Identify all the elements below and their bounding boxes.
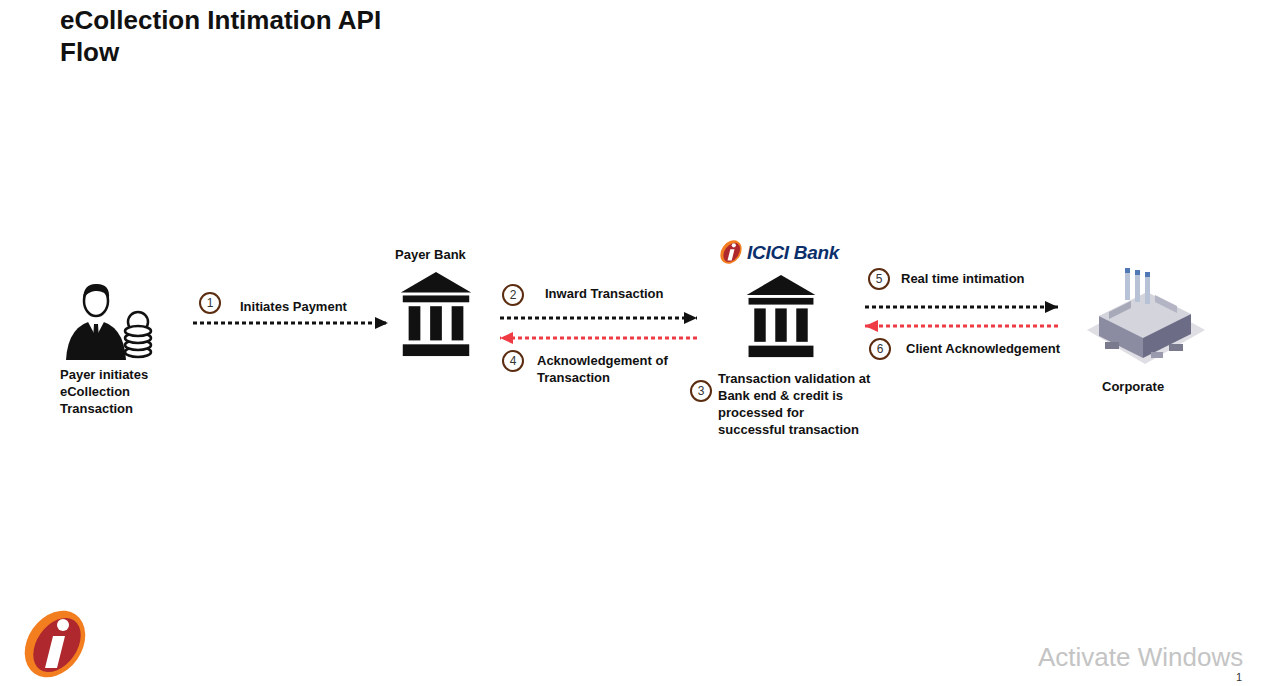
icon-shape <box>1169 344 1183 351</box>
icon-shape <box>747 275 816 295</box>
icon-shape <box>403 344 469 356</box>
edge-label: Real time intimation <box>899 270 1027 287</box>
node-label: Payer initiates eCollection Transaction <box>60 366 185 417</box>
edge-label: Inward Transaction <box>543 285 665 302</box>
edge-label: Acknowledgement of Transaction <box>535 352 689 386</box>
icon-shape <box>430 306 442 340</box>
icon-shape <box>1135 272 1140 302</box>
icon-node: Corporate <box>1058 258 1208 398</box>
icon-shape <box>732 243 736 247</box>
logo-shape <box>45 636 65 668</box>
icon-node: Payer initiates eCollection Transaction <box>58 278 193 419</box>
callout-number: 4 <box>502 350 524 372</box>
icon-shape <box>720 240 744 265</box>
brand-name: ICICI Bank <box>747 242 839 264</box>
bank-icon <box>745 275 817 359</box>
icon-shape <box>403 295 469 302</box>
logo-shape <box>23 609 90 681</box>
icon-shape <box>1105 342 1119 349</box>
icon-shape <box>796 308 807 341</box>
icon-shape <box>775 308 786 341</box>
icon-shape <box>749 298 814 305</box>
node-label: Payer Bank <box>395 246 466 263</box>
page-number: 1 <box>1236 672 1242 683</box>
dashed-arrow <box>865 324 1058 327</box>
icon-shape <box>1145 274 1150 304</box>
icon-shape <box>718 237 744 267</box>
icon-shape <box>409 306 421 340</box>
icon-shape <box>1151 352 1163 358</box>
callout-number: 6 <box>869 338 891 360</box>
node-description: Transaction validation at Bank end & cre… <box>718 370 874 438</box>
icon-shape <box>1109 301 1131 319</box>
icon-shape <box>66 320 126 360</box>
icon-shape <box>452 306 464 340</box>
logo-shape <box>57 619 69 631</box>
icon-shape <box>125 326 151 336</box>
dashed-arrow <box>865 305 1058 308</box>
diagram-title: eCollection Intimation API Flow <box>60 4 420 68</box>
icon-shape <box>93 324 99 345</box>
callout-number: 3 <box>690 380 712 402</box>
brand-logo <box>718 237 744 267</box>
dashed-arrow <box>193 321 388 324</box>
icon-shape <box>1099 316 1143 358</box>
icon-shape <box>727 249 734 260</box>
callout-number: 1 <box>199 292 221 314</box>
icon-shape <box>1145 272 1150 277</box>
watermark: Activate Windows <box>1038 644 1243 670</box>
icon-node: Payer Bank <box>388 246 500 364</box>
person-icon <box>64 280 156 360</box>
edge-label: Client Acknowledgement <box>904 340 1062 357</box>
dashed-arrow <box>500 316 697 319</box>
node-label: Corporate <box>1102 378 1164 395</box>
icon-node: ICICI BankTransaction validation at Bank… <box>697 236 865 441</box>
logo-shape <box>12 599 98 686</box>
icici-logo <box>12 599 98 686</box>
icon-shape <box>1125 270 1130 300</box>
icon-shape <box>83 284 109 298</box>
callout-number: 5 <box>868 268 890 290</box>
callout-number: 2 <box>502 284 524 306</box>
icon-shape <box>754 308 765 341</box>
icon-shape <box>1143 314 1191 358</box>
icon-shape <box>401 272 471 293</box>
factory-icon <box>1085 258 1207 370</box>
bank-icon <box>400 272 472 358</box>
dashed-arrow <box>500 336 697 339</box>
edge-label: Initiates Payment <box>238 298 349 315</box>
icon-shape <box>1135 270 1140 275</box>
icon-shape <box>1155 295 1177 313</box>
icon-shape <box>749 346 814 357</box>
icon-shape <box>1125 268 1130 273</box>
